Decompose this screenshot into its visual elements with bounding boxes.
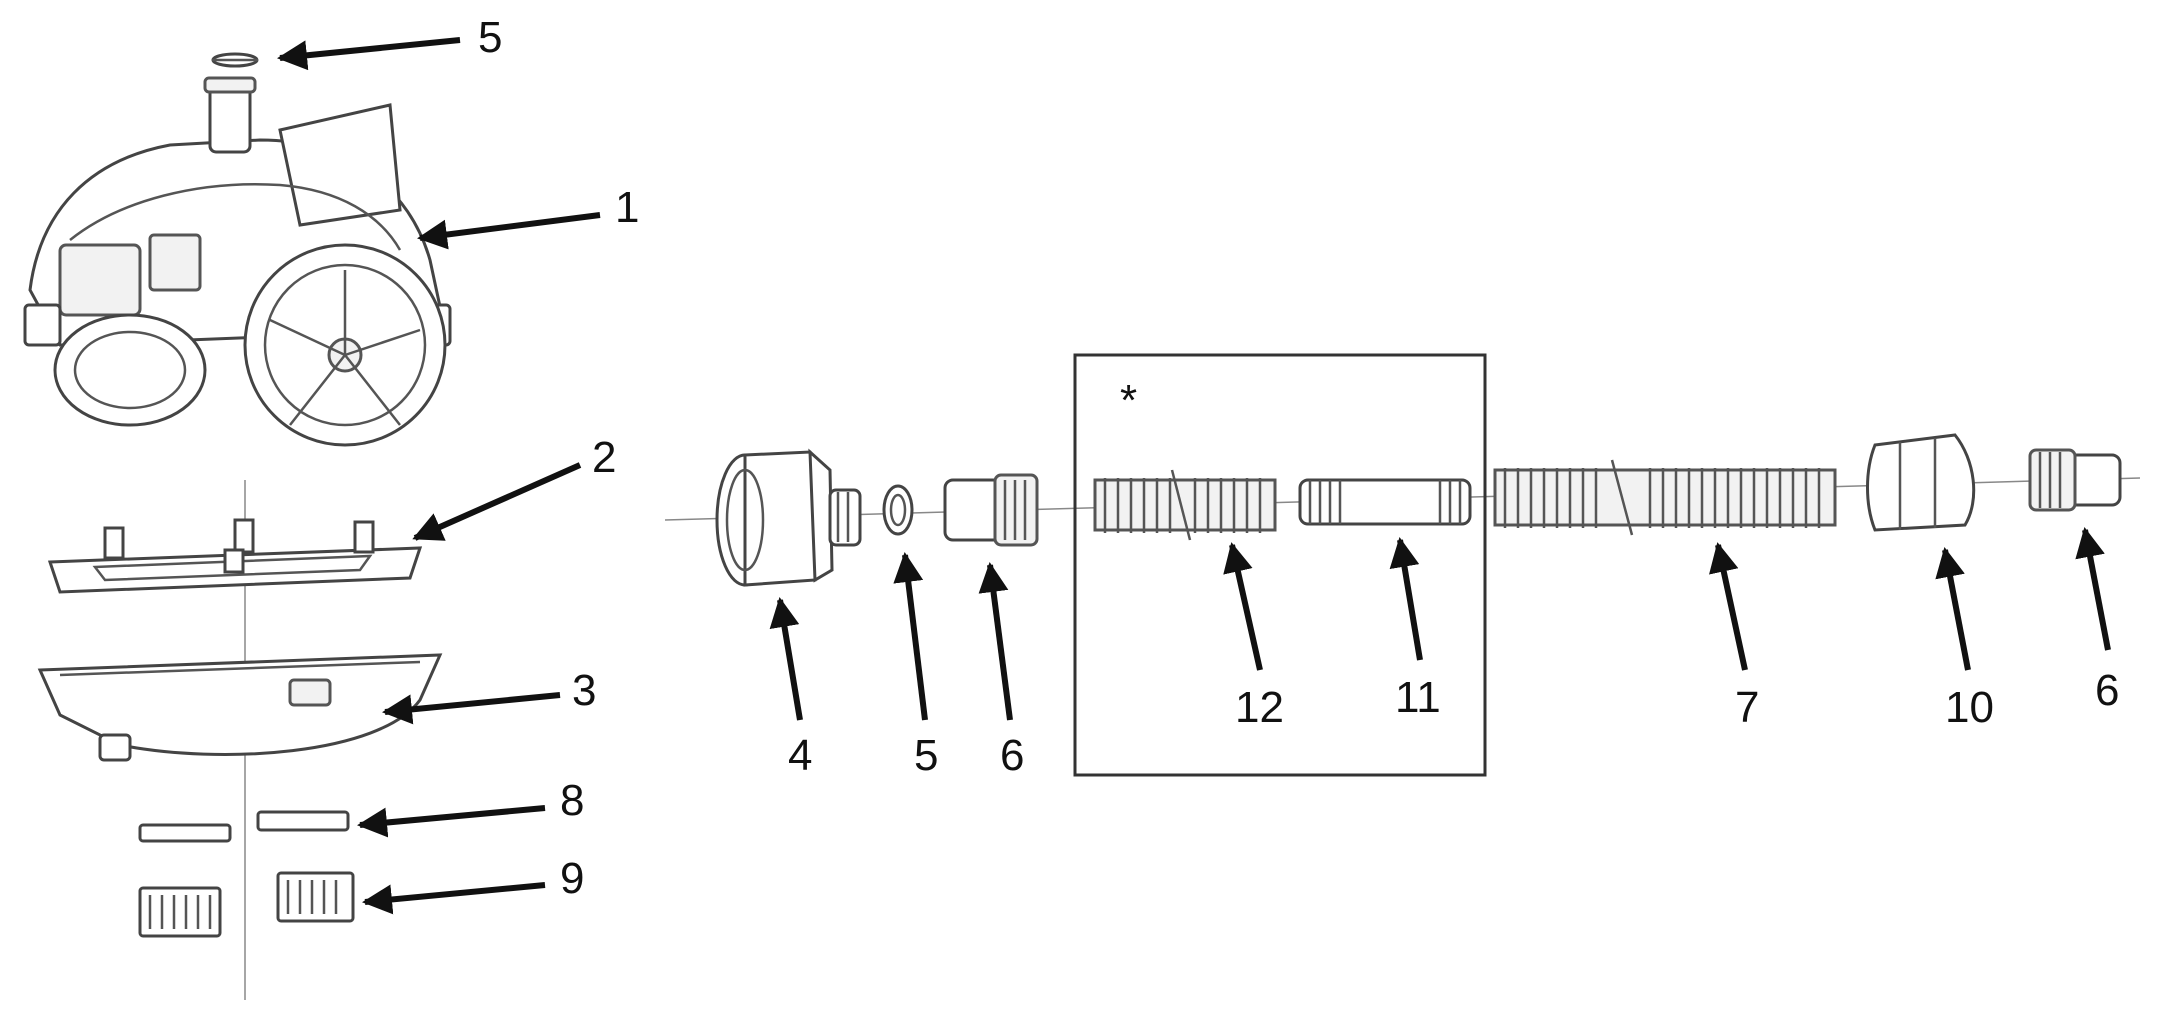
part-6-connector-left — [943, 473, 1039, 547]
callout-11: 11 — [1395, 673, 1441, 722]
part-5-top-washer — [211, 52, 259, 68]
part-4-swivel-head — [715, 448, 862, 587]
callout-10: 10 — [1945, 683, 1994, 732]
arrow-8 — [357, 805, 546, 838]
callout-7: 7 — [1735, 683, 1759, 732]
callout-5-bottom: 5 — [914, 731, 938, 780]
part-1-cleaner-body — [23, 76, 452, 447]
part-6-connector-right — [2028, 448, 2122, 512]
arrow-7 — [1709, 542, 1748, 671]
arrow-3 — [382, 692, 561, 725]
kit-frame — [1073, 353, 1487, 777]
callout-8: 8 — [560, 776, 584, 825]
callout-arrows — [277, 37, 2111, 915]
part-11-hose-weight — [1298, 478, 1472, 526]
arrow-6-right — [2075, 527, 2111, 651]
callout-9: 9 — [560, 854, 584, 903]
callout-2: 2 — [592, 433, 616, 482]
callout-labels: 5 1 2 3 8 9 4 5 6 12 11 7 10 6 — [478, 13, 2119, 903]
part-5-o-ring — [882, 484, 914, 536]
part-7-hose — [1493, 459, 1837, 536]
callout-6-right: 6 — [2095, 666, 2119, 715]
part-8-strips — [138, 810, 350, 843]
part-12-hose-segment — [1093, 469, 1277, 541]
arrow-2 — [412, 462, 582, 541]
arrow-12 — [1223, 542, 1263, 671]
arrow-4 — [769, 597, 803, 721]
arrow-5-bottom — [893, 552, 928, 721]
kit-marker: * — [1120, 376, 1137, 425]
callout-5-top: 5 — [478, 13, 502, 62]
arrow-1 — [417, 212, 601, 250]
callout-6-left: 6 — [1000, 731, 1024, 780]
arrow-5-top — [277, 37, 461, 71]
callout-4: 4 — [788, 731, 812, 780]
arrow-11 — [1389, 537, 1423, 661]
part-10-float — [1866, 433, 1976, 532]
callout-3: 3 — [572, 666, 596, 715]
part-3-bottom-tray — [37, 653, 443, 762]
arrow-10 — [1935, 547, 1971, 671]
part-9-grilles — [138, 871, 355, 938]
arrow-9 — [362, 882, 546, 915]
arrow-6-left — [978, 562, 1013, 721]
part-2-base-plate — [47, 518, 423, 594]
callout-1: 1 — [615, 183, 639, 232]
callout-12: 12 — [1235, 683, 1284, 732]
